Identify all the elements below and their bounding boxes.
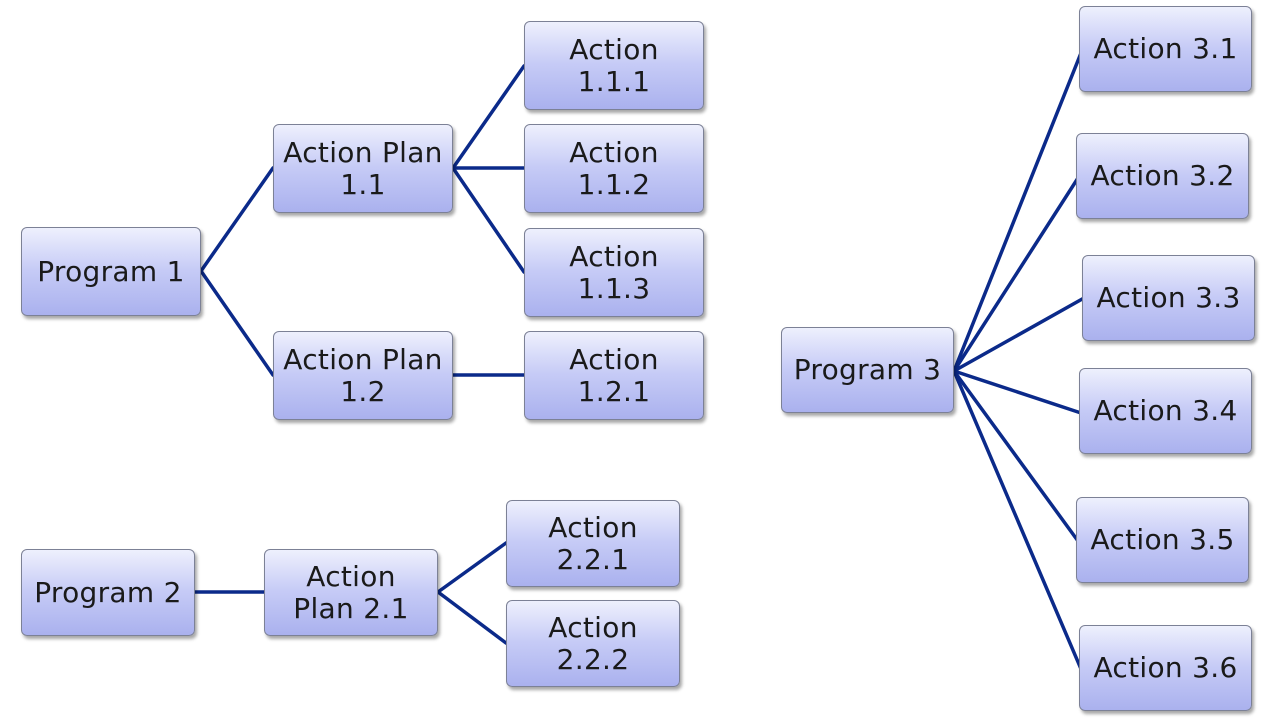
action-3-5-node[interactable]: Action 3.5 (1076, 497, 1249, 583)
action-3-3-node[interactable]: Action 3.3 (1082, 255, 1255, 341)
action-3-2-label: Action 3.2 (1090, 159, 1235, 192)
program-3-node[interactable]: Program 3 (781, 327, 954, 413)
action-plan-1-1-node[interactable]: Action Plan 1.1 (273, 124, 453, 213)
edge-action-plan-1-1-to-action-1-1-3 (451, 166, 526, 274)
action-1-1-1-label: Action 1.1.1 (569, 32, 659, 98)
edge-program1-to-action-plan-1-2 (199, 269, 275, 377)
action-1-1-3-label: Action 1.1.3 (569, 239, 659, 305)
action-plan-1-2-label: Action Plan 1.2 (283, 342, 443, 408)
action-2-2-1-node[interactable]: Action 2.2.1 (506, 500, 680, 587)
action-2-2-1-label: Action 2.2.1 (548, 510, 638, 576)
action-plan-1-1-label: Action Plan 1.1 (283, 135, 443, 201)
action-1-1-3-node[interactable]: Action 1.1.3 (524, 228, 704, 317)
edge-program1-to-action-plan-1-1 (199, 166, 275, 273)
edge-action-plan-1-1-to-action-1-1-1 (451, 64, 526, 170)
action-1-2-1-label: Action 1.2.1 (569, 342, 659, 408)
program-2-node[interactable]: Program 2 (21, 549, 195, 636)
program-2-label: Program 2 (34, 575, 182, 609)
action-plan-2-1-label: Action Plan 2.1 (293, 559, 409, 625)
action-3-1-node[interactable]: Action 3.1 (1079, 6, 1252, 92)
action-1-1-2-node[interactable]: Action 1.1.2 (524, 124, 704, 213)
action-3-3-label: Action 3.3 (1096, 281, 1241, 314)
program-1-node[interactable]: Program 1 (21, 227, 201, 316)
action-1-1-1-node[interactable]: Action 1.1.1 (524, 21, 704, 110)
edge-action-plan-2-1-to-action-2-2-2 (436, 590, 508, 645)
action-3-1-label: Action 3.1 (1093, 32, 1238, 65)
action-3-4-node[interactable]: Action 3.4 (1079, 368, 1252, 454)
action-1-1-2-label: Action 1.1.2 (569, 135, 659, 201)
edge-program3-to-action-3-5 (952, 369, 1080, 543)
action-3-6-label: Action 3.6 (1093, 651, 1238, 684)
action-2-2-2-node[interactable]: Action 2.2.2 (506, 600, 680, 687)
edge-program3-to-action-3-2 (952, 176, 1080, 373)
action-3-6-node[interactable]: Action 3.6 (1079, 625, 1252, 711)
edge-action-plan-2-1-to-action-2-2-1 (436, 541, 508, 594)
action-plan-1-2-node[interactable]: Action Plan 1.2 (273, 331, 453, 420)
edge-program3-to-action-3-6 (952, 369, 1083, 671)
edge-program3-to-action-3-4 (952, 369, 1083, 415)
edge-program3-to-action-3-3 (952, 296, 1086, 373)
program-3-label: Program 3 (793, 353, 942, 386)
action-plan-2-1-node[interactable]: Action Plan 2.1 (264, 549, 438, 636)
action-3-2-node[interactable]: Action 3.2 (1076, 133, 1249, 219)
program-1-label: Program 1 (37, 254, 185, 288)
action-1-2-1-node[interactable]: Action 1.2.1 (524, 331, 704, 420)
action-3-4-label: Action 3.4 (1093, 394, 1238, 427)
edge-program3-to-action-3-1 (952, 51, 1083, 373)
action-2-2-2-label: Action 2.2.2 (548, 610, 638, 676)
action-3-5-label: Action 3.5 (1090, 523, 1235, 556)
